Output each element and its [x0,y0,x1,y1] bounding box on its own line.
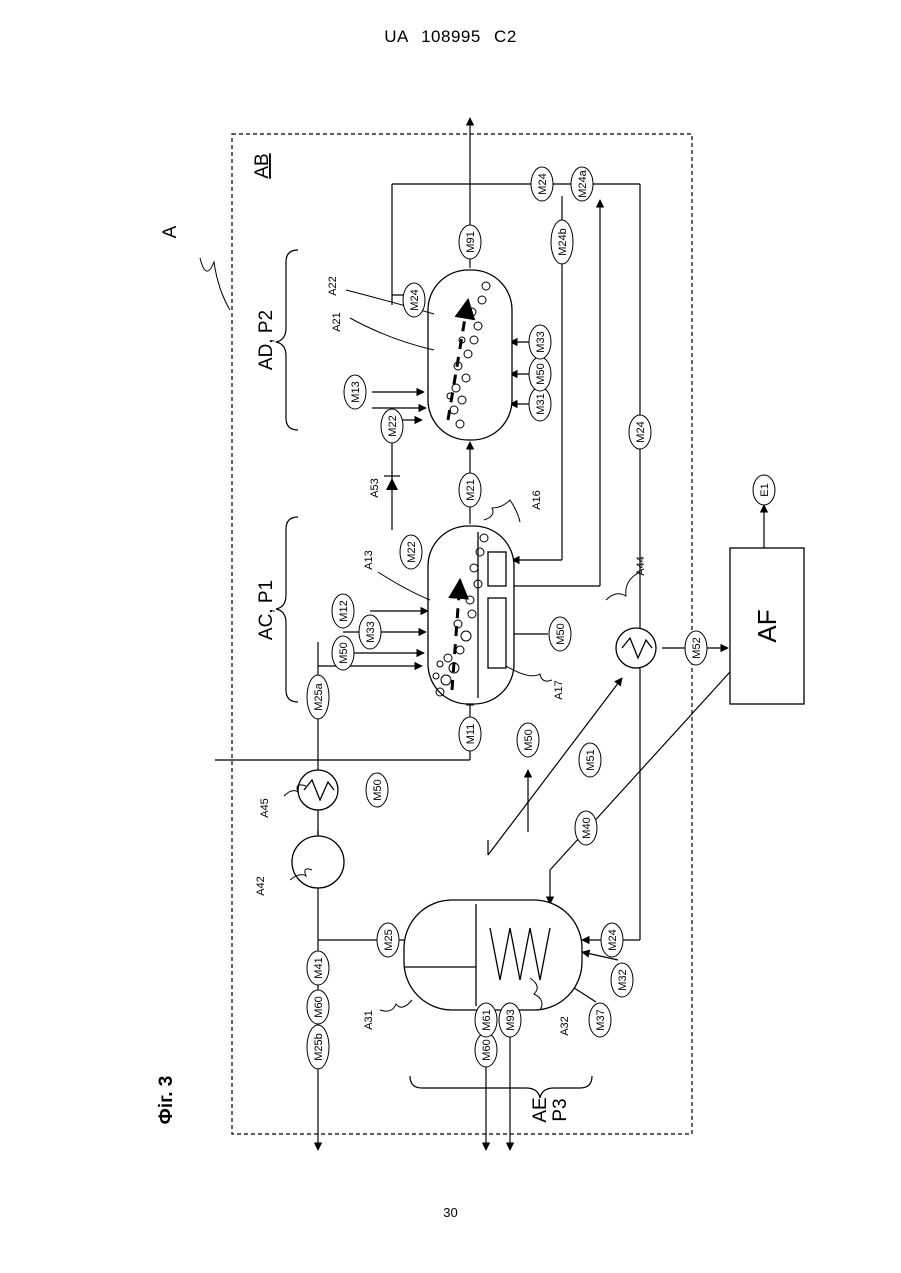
marker-m12: M12 [338,600,350,621]
marker-m21: M21 [465,479,477,500]
marker-m11: M11 [465,724,477,745]
label-boundary-ab: AB [252,153,273,178]
marker-m37: M37 [595,1009,607,1030]
marker-m24-top: M24 [537,173,549,194]
label-system-a: A [160,225,181,238]
label-a21: A21 [331,312,343,332]
marker-m22-ac: M22 [406,541,418,562]
marker-m33-ac: M33 [365,621,377,642]
label-a13: A13 [363,550,375,570]
label-zone-ae-p3: P3 [550,1098,571,1121]
label-a22: A22 [327,276,339,296]
label-a17: A17 [553,680,565,700]
marker-m32: M32 [617,969,629,990]
marker-m50-ac-bottom: M50 [555,623,567,644]
label-zone-ae: AE [530,1097,551,1122]
marker-m24a: M24a [577,169,589,197]
marker-m40: M40 [581,817,593,838]
zone-ac-brace [276,517,298,702]
marker-m60: M60 [313,996,325,1017]
marker-m61: M61 [481,1009,493,1030]
vessel-ac [428,526,514,704]
marker-e1: E1 [759,483,771,496]
label-a32: A32 [559,1016,571,1036]
label-a44: A44 [635,556,647,576]
vessel-ae [404,900,582,1010]
marker-m31: M31 [535,393,547,414]
marker-m33-ad: M33 [535,331,547,352]
label-zone-ac: AC, P1 [256,580,277,640]
marker-m51: M51 [585,749,597,770]
zone-ae-brace [410,1076,592,1098]
marker-m25: M25 [383,929,395,950]
marker-m24-ad: M24 [409,289,421,310]
marker-m91: M91 [465,231,477,252]
marker-m24-ae: M24 [607,929,619,950]
marker-m93: M93 [505,1009,517,1030]
label-a42: A42 [255,876,267,896]
label-a45: A45 [259,798,271,818]
vessel-ad [428,270,512,440]
marker-m41: M41 [313,957,325,978]
label-a31: A31 [363,1010,375,1030]
marker-m24b: M24b [557,228,569,256]
marker-m50-a45: M50 [372,779,384,800]
page-number: 30 [0,1205,901,1220]
compressor-a42 [292,836,344,888]
marker-m22-ad: M22 [387,415,399,436]
label-zone-ad: AD, P2 [256,310,277,370]
marker-m50-free: M50 [523,729,535,750]
marker-m25a: M25a [313,682,325,710]
marker-m50-ac: M50 [338,642,350,663]
marker-m24-right: M24 [635,421,647,442]
label-a16: A16 [531,490,543,510]
label-a53: A53 [369,478,381,498]
marker-m50-ad: M50 [535,363,547,384]
marker-m60-bottom: M60 [481,1039,493,1060]
marker-m52: M52 [691,637,703,658]
figure-caption: Фіг. 3 [156,1076,177,1125]
marker-m13: M13 [350,381,362,402]
marker-m25b: M25b [313,1033,325,1061]
zone-ad-brace [276,250,298,430]
label-unit-af: AF [752,609,782,642]
